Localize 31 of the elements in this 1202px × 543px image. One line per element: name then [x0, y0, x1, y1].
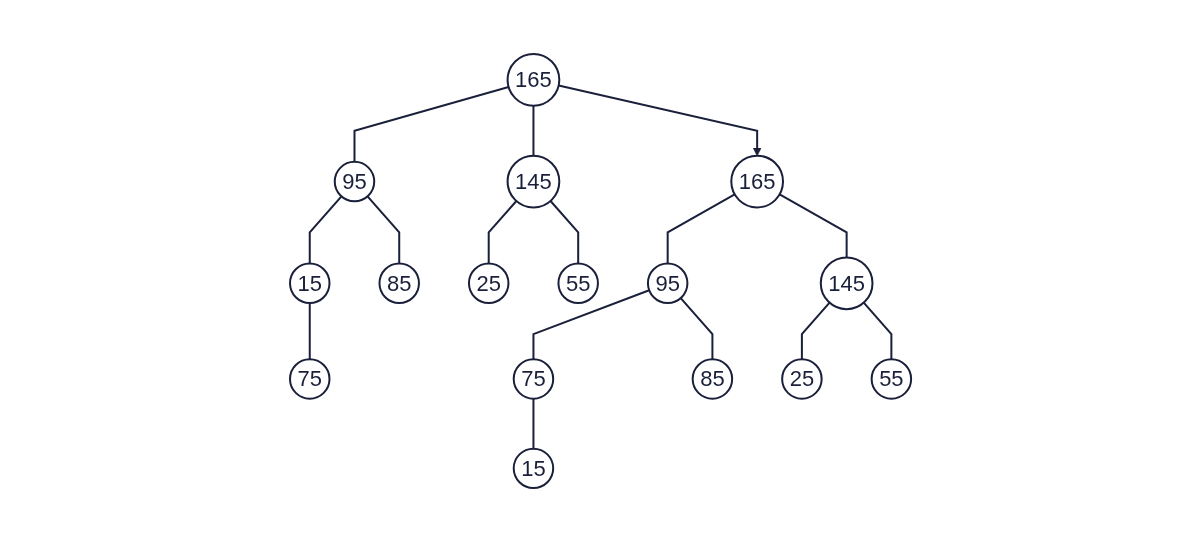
node-circle: 25 [781, 358, 824, 401]
node-circle: 85 [378, 263, 421, 305]
connector [680, 297, 714, 361]
arrow [558, 85, 762, 157]
connector [488, 200, 518, 265]
connector [532, 289, 651, 361]
node-circle: 55 [557, 263, 600, 305]
node-circle: 25 [468, 263, 510, 305]
connector [532, 398, 535, 451]
node-circle: 145 [507, 155, 561, 209]
node-circle: 145 [820, 256, 874, 311]
connector [863, 302, 893, 361]
connector [667, 193, 737, 265]
connector [366, 195, 401, 265]
node-circle: 75 [289, 358, 331, 401]
connector [353, 86, 510, 164]
connector [532, 105, 535, 158]
node-circle: 165 [507, 53, 561, 108]
node-circle: 165 [730, 155, 785, 209]
node-circle: 15 [513, 448, 555, 490]
connector [309, 302, 312, 361]
connector [549, 200, 580, 265]
connector [309, 195, 343, 265]
node-circle: 55 [871, 358, 913, 401]
node-circle: 85 [692, 358, 734, 401]
connector [779, 193, 849, 259]
connector [801, 302, 831, 361]
node-circle: 95 [647, 263, 689, 305]
node-circle: 95 [334, 161, 376, 203]
node-circle: 75 [513, 358, 555, 401]
node-circle: 15 [289, 263, 331, 305]
